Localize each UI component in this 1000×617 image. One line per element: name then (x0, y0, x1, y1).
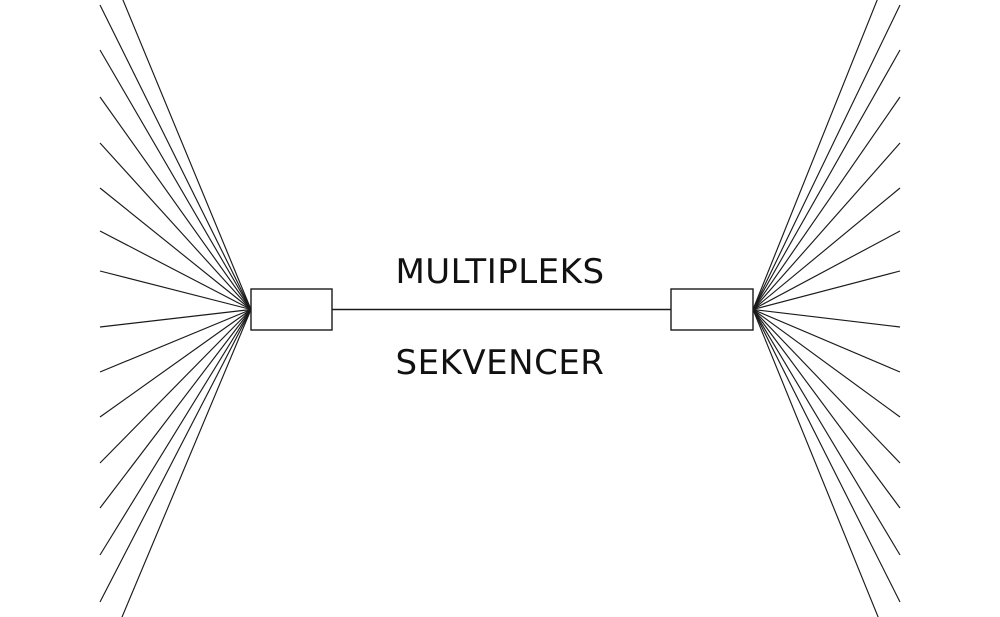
right-fan-line-14 (752, 309, 901, 556)
right-fan-lines (752, 0, 901, 617)
left-fan-lines (99, 0, 252, 617)
right-fan-line-15 (752, 309, 901, 603)
left-fan-line-5 (99, 142, 252, 310)
right-fan-line-6 (752, 187, 901, 310)
left-fan-line-10 (99, 308, 252, 373)
left-fan-line-16 (121, 309, 252, 617)
label-multipleks: MULTIPLEKS (395, 252, 604, 292)
left-fan-line-6 (99, 187, 252, 310)
left-fan-line-3 (99, 49, 252, 310)
right-fan-line-1 (752, 0, 878, 310)
left-fan-line-9 (99, 308, 252, 328)
left-fan-line-13 (99, 309, 252, 509)
right-fan-line-3 (752, 49, 901, 310)
right-multiplexer-box[interactable] (670, 288, 754, 331)
left-fan-line-1 (122, 0, 252, 310)
left-fan-line-4 (99, 96, 252, 310)
right-fan-line-4 (752, 96, 901, 310)
right-fan-line-5 (752, 142, 901, 310)
right-fan-line-9 (752, 308, 901, 328)
right-fan-line-2 (752, 4, 901, 310)
left-multiplexer-box[interactable] (250, 288, 333, 331)
right-fan-line-12 (752, 309, 901, 464)
right-fan-line-7 (752, 230, 901, 311)
left-fan-line-12 (99, 309, 252, 464)
right-fan-line-10 (752, 308, 901, 373)
label-sekvencer: SEKVENCER (396, 343, 605, 383)
right-fan-line-8 (752, 270, 901, 311)
left-fan-line-15 (99, 309, 252, 603)
left-fan-line-14 (99, 309, 252, 556)
left-fan-line-2 (99, 4, 252, 310)
right-fan-line-16 (752, 309, 879, 617)
left-fan-line-8 (99, 270, 252, 311)
left-fan-line-7 (99, 230, 252, 311)
right-fan-line-13 (752, 309, 901, 509)
left-fan-line-11 (99, 309, 252, 418)
right-fan-line-11 (752, 309, 901, 418)
